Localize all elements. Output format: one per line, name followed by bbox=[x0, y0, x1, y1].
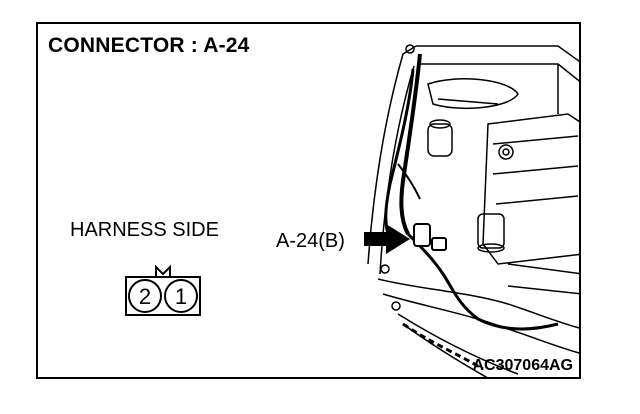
pin-2-label: 2 bbox=[139, 284, 151, 309]
figure-code: AC307064AG bbox=[472, 357, 574, 374]
harness-side-label: HARNESS SIDE bbox=[70, 219, 219, 241]
pin-1-label: 1 bbox=[175, 284, 187, 309]
harness-dashed-section bbox=[402, 322, 484, 371]
diagram-frame: CONNECTOR : A-24 HARNESS SIDE A-24(B) AC… bbox=[36, 22, 581, 379]
pin-1-circle bbox=[164, 279, 198, 313]
engine-bay-illustration bbox=[367, 44, 579, 377]
connector-face: 2 1 bbox=[125, 264, 201, 316]
diagram-drawing: 2 1 bbox=[125, 44, 579, 377]
wiring-harness bbox=[384, 53, 559, 331]
pin-2-circle bbox=[128, 279, 162, 313]
connector-callout-label: A-24(B) bbox=[276, 230, 345, 252]
connector-title: CONNECTOR : A-24 bbox=[48, 34, 250, 57]
